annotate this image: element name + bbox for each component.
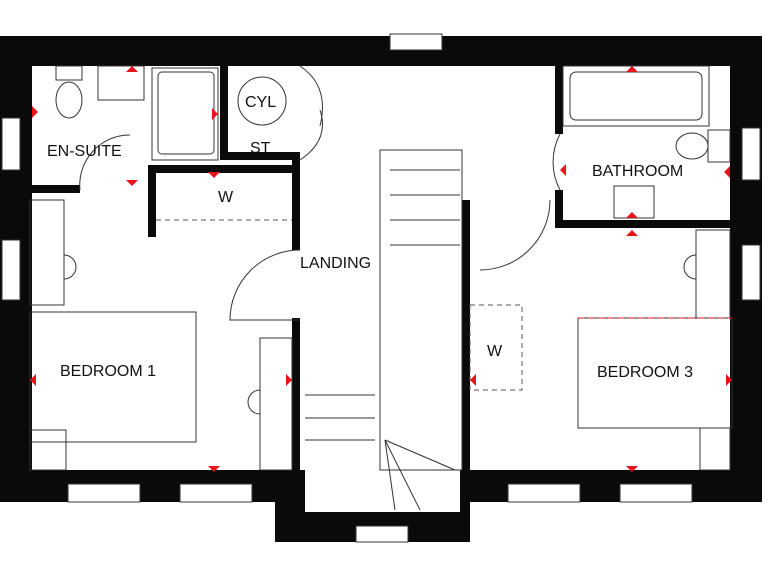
label-bathroom: BATHROOM	[592, 163, 683, 180]
room-labels: EN-SUITE CYL ST W LANDING BATHROOM BEDRO…	[47, 94, 693, 381]
label-cylinder: CYL	[245, 94, 276, 111]
label-bedroom-1: BEDROOM 1	[60, 363, 156, 380]
walls	[0, 36, 762, 542]
label-landing: LANDING	[300, 255, 371, 272]
label-en-suite: EN-SUITE	[47, 143, 122, 160]
markers	[30, 66, 732, 472]
label-wardrobe-1: W	[218, 189, 234, 206]
windows	[1, 33, 761, 543]
label-bedroom-3: BEDROOM 3	[597, 364, 693, 381]
label-wardrobe-3: W	[487, 343, 503, 360]
label-store: ST	[250, 140, 271, 157]
fixtures	[29, 65, 733, 511]
